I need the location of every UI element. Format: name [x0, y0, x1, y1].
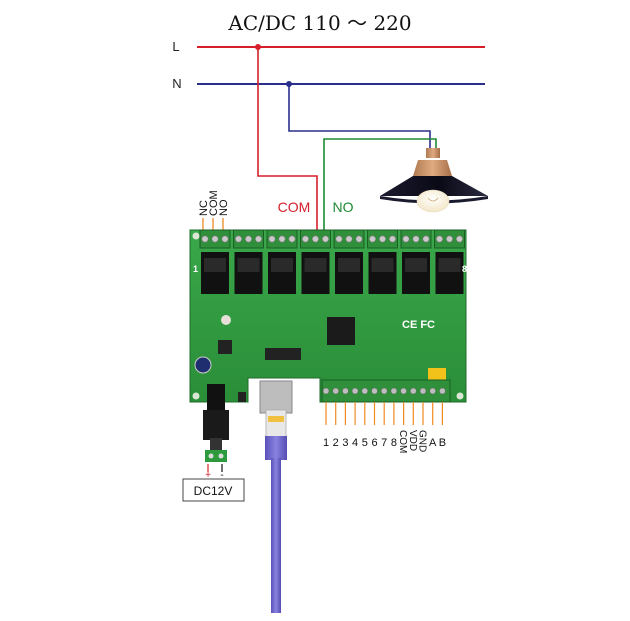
- capacitor: [194, 356, 212, 374]
- com-label: COM: [278, 199, 311, 215]
- terminal-label-com: COM: [208, 190, 220, 216]
- io-label: 3: [342, 437, 348, 449]
- io-label: 1: [323, 437, 329, 449]
- dc-jack-icon: [203, 384, 246, 462]
- regulator-ic: [218, 340, 232, 354]
- io-label: 5: [362, 437, 368, 449]
- no-label: NO: [333, 199, 354, 215]
- relay-channel: [300, 229, 331, 294]
- power-label-box: [182, 478, 245, 502]
- io-label: A: [429, 437, 437, 449]
- terminal-label-group: NC COM NO: [198, 190, 230, 232]
- io-label: VDD: [407, 430, 418, 451]
- relay-channel: [233, 229, 264, 294]
- relay-board: 1 8 CE FC: [189, 229, 467, 425]
- io-label: COM: [397, 430, 408, 453]
- jumper: [428, 368, 446, 380]
- board-index-first: 1: [193, 264, 198, 274]
- io-label: 4: [352, 437, 358, 449]
- polarity-minus: -: [220, 470, 223, 481]
- mcu-chip: [327, 317, 355, 345]
- relay-channel: [333, 229, 365, 294]
- terminal-label-nc: NC: [198, 200, 210, 216]
- power-label: DC12V: [194, 484, 233, 498]
- com-wire: [257, 47, 318, 238]
- board-index-last: 8: [462, 264, 467, 274]
- voltage-title: AC/DC 110 ～ 220: [227, 11, 411, 35]
- io-label: B: [439, 437, 446, 449]
- relay-channel: [367, 229, 398, 294]
- io-label: 2: [333, 437, 339, 449]
- relay-channel: [400, 229, 432, 294]
- live-line-label: L: [172, 39, 179, 54]
- io-label: GND: [417, 430, 428, 452]
- relay-channel: [434, 229, 465, 294]
- no-wire: [323, 138, 437, 238]
- io-label: 6: [371, 437, 377, 449]
- relay-channel: [199, 229, 231, 294]
- driver-ic: [265, 348, 301, 360]
- io-label: 7: [381, 437, 387, 449]
- polarity-plus: +: [205, 470, 211, 481]
- cert-marks: CE FC: [402, 319, 435, 331]
- io-label: 8: [391, 437, 397, 449]
- neutral-line-label: N: [172, 76, 181, 91]
- relay-channel: [266, 229, 298, 294]
- rj45-connector-icon: [259, 380, 293, 613]
- neutral-lamp-wire: [288, 84, 431, 150]
- terminal-label-no: NO: [218, 199, 230, 216]
- lamp-icon: [380, 148, 488, 213]
